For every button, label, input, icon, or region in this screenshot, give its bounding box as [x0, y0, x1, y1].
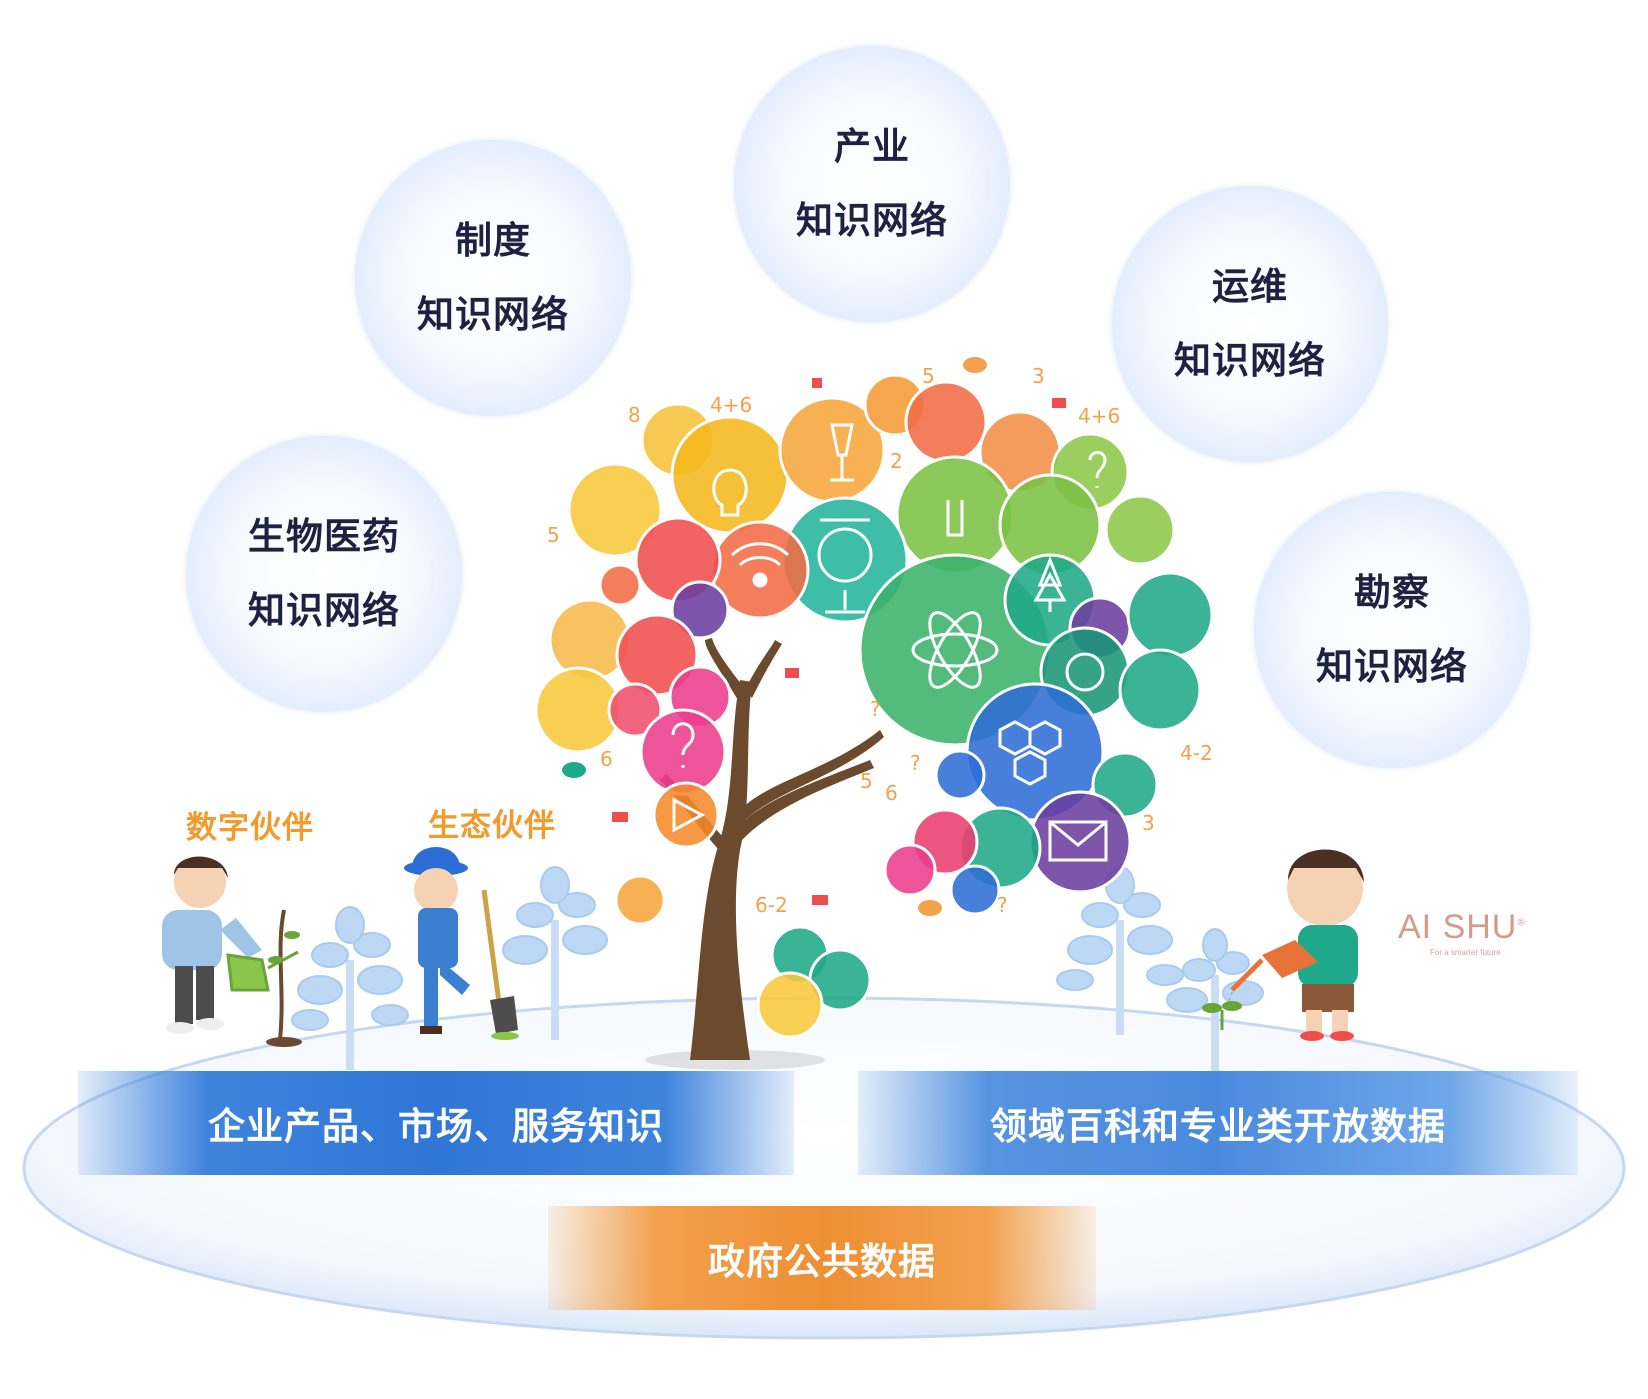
government-data-band: 政府公共数据 [548, 1206, 1096, 1310]
svg-text:4+6: 4+6 [1078, 404, 1120, 428]
knowledge-network-bubble-operations: 运维 知识网络 [1112, 186, 1388, 462]
svg-text:3: 3 [1142, 811, 1155, 835]
kid-watering-left [162, 856, 302, 1047]
svg-text:3: 3 [1032, 364, 1045, 388]
knowledge-network-bubble-institution: 制度 知识网络 [355, 140, 631, 416]
kid-digging [404, 847, 519, 1040]
bubble-line1: 产业 [834, 125, 910, 168]
scattered-symbols: 4+6 4+6 5 3 5 8 2 5 6 3 4-2 6-2 ? ? ? 6 [547, 357, 1213, 917]
svg-text:6: 6 [885, 781, 898, 805]
sapling-trees [291, 866, 1264, 1075]
digital-partner-label: 数字伙伴 [186, 810, 314, 846]
bubble-line1: 勘察 [1354, 571, 1430, 614]
canopy-glyphs [671, 423, 1108, 862]
svg-text:?: ? [997, 893, 1008, 917]
bubble-line2: 知识网络 [417, 293, 569, 336]
enterprise-knowledge-band: 企业产品、市场、服务知识 [78, 1071, 794, 1175]
ecological-partner-label: 生态伙伴 [428, 808, 556, 844]
kid-watering-right [1202, 849, 1364, 1041]
bubble-line1: 制度 [455, 219, 531, 262]
bubble-line1: 生物医药 [248, 515, 400, 558]
svg-text:?: ? [910, 751, 921, 775]
svg-text:?: ? [870, 697, 881, 721]
svg-text:5: 5 [922, 364, 935, 388]
bubble-line2: 知识网络 [1174, 339, 1326, 382]
svg-text:6: 6 [600, 747, 613, 771]
svg-text:2: 2 [890, 449, 903, 473]
knowledge-network-bubble-biomedicine: 生物医药 知识网络 [186, 436, 462, 712]
bubble-line2: 知识网络 [1316, 645, 1468, 688]
aishu-logo-tagline: For a smarter future [1430, 948, 1501, 957]
svg-text:6-2: 6-2 [755, 893, 788, 917]
tree-canopy-icons [534, 373, 1214, 1039]
svg-text:5: 5 [860, 769, 873, 793]
open-data-band: 领域百科和专业类开放数据 [858, 1071, 1578, 1175]
bubble-line2: 知识网络 [248, 589, 400, 632]
svg-text:4-2: 4-2 [1180, 741, 1213, 765]
svg-text:5: 5 [547, 523, 560, 547]
bubble-line2: 知识网络 [796, 199, 948, 242]
knowledge-network-bubble-industry: 产业 知识网络 [734, 46, 1010, 322]
aishu-logo: AI SHU® [1398, 908, 1526, 946]
bubble-line1: 运维 [1212, 265, 1288, 308]
svg-text:8: 8 [628, 403, 641, 427]
knowledge-network-bubble-survey: 勘察 知识网络 [1254, 492, 1530, 768]
svg-text:4+6: 4+6 [710, 393, 752, 417]
